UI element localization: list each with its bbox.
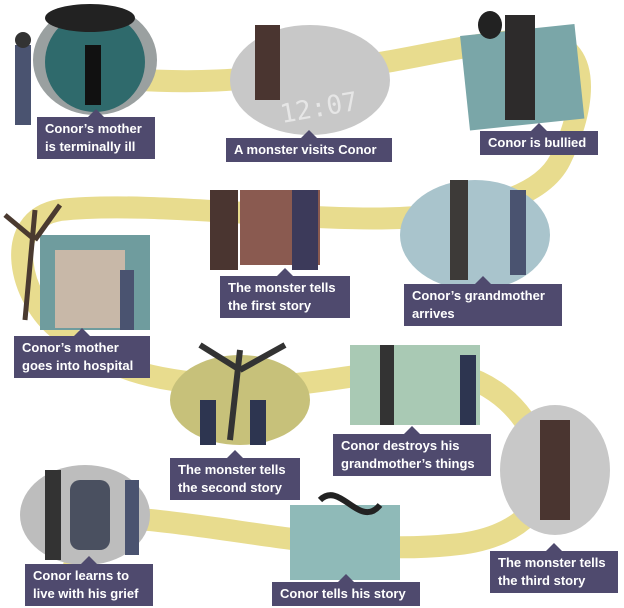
label-line: the third story [498,573,586,588]
event-tells-his-story: Conor tells his story [272,574,420,606]
label-line: Conor’s grandmother [412,288,545,303]
label-line: live with his grief [33,586,139,601]
scene-bullied [460,11,585,131]
scene-destroys-things [350,345,480,425]
event-mother-terminally-ill: Conor’s mother is terminally ill [37,109,155,159]
event-destroys-things: Conor destroys his grandmother’s things [333,426,491,476]
scene-grief [20,465,150,565]
label-line: The monster tells [178,462,286,477]
label-line: The monster tells [228,280,336,295]
label-line: The monster tells [498,555,606,570]
scene-hospital [3,203,150,330]
event-first-story: The monster tells the first story [220,268,350,318]
label-line: Conor’s mother [22,340,119,355]
label-line: goes into hospital [22,358,134,373]
event-lives-with-grief: Conor learns to live with his grief [25,556,153,606]
scene-first-story [210,190,320,270]
label-line: A monster visits Conor [234,142,377,157]
label-line: arrives [412,306,455,321]
event-monster-visits: A monster visits Conor [226,130,392,162]
scene-third-story [500,405,610,535]
label-line: the second story [178,480,283,495]
label-line: is terminally ill [45,139,136,154]
label-line: Conor learns to [33,568,130,583]
scene-mother-ill [15,4,157,125]
label-line: Conor destroys his [341,438,460,453]
label-line: the first story [228,298,312,313]
event-mother-hospital: Conor’s mother goes into hospital [14,328,150,378]
label-line: Conor is bullied [488,135,587,150]
label-line: grandmother’s things [341,456,475,471]
event-second-story: The monster tells the second story [170,450,300,500]
label-line: Conor tells his story [280,586,406,601]
event-grandmother-arrives: Conor’s grandmother arrives [404,276,562,326]
scene-tells-story [290,492,400,580]
scene-monster-visits: 12:07 [230,25,390,135]
scene-second-story [170,342,310,445]
event-third-story: The monster tells the third story [490,543,618,593]
label-line: Conor’s mother [45,121,142,136]
scene-grandmother [400,180,550,290]
event-conor-bullied: Conor is bullied [480,123,598,155]
